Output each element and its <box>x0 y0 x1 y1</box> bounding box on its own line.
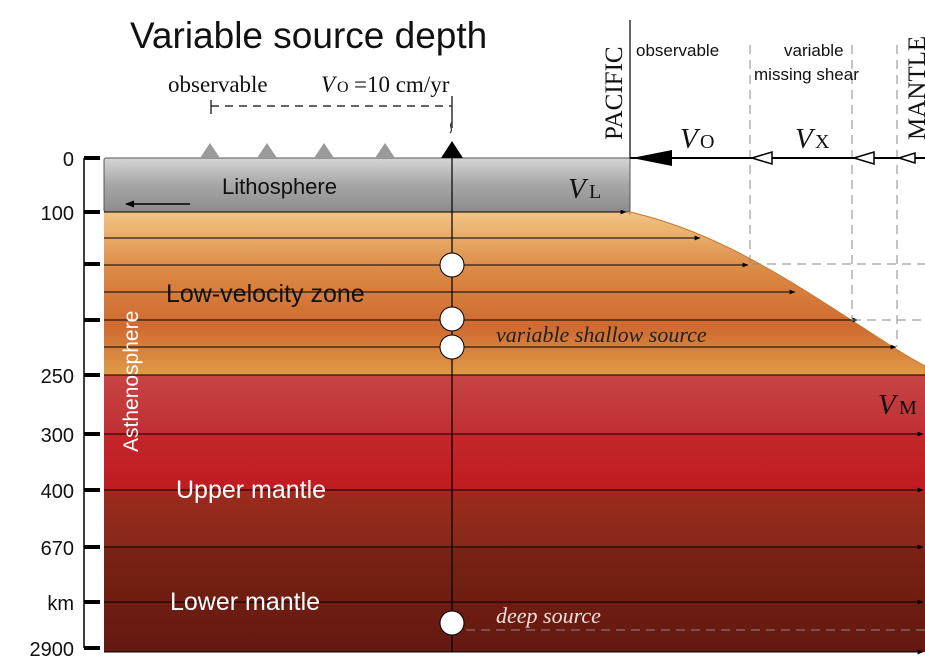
station-triangle <box>375 143 395 158</box>
station-triangle <box>257 143 277 158</box>
vx-arrowhead <box>749 150 773 166</box>
observable-velocity-symbol: V <box>321 72 338 97</box>
upper-mantle-layer <box>104 434 925 548</box>
vo-subscript: O <box>700 131 714 153</box>
source-circle <box>439 334 465 360</box>
observable-bracket-label: observable <box>168 72 268 97</box>
observable-bracket: observable V O =10 cm/yr <box>168 72 453 128</box>
observable-velocity-subscript: O <box>337 79 349 96</box>
guide-lines <box>466 45 925 631</box>
depth-tick-label: km <box>47 593 74 615</box>
vx-subscript: X <box>815 131 830 153</box>
lower-mantle-layer <box>104 548 925 652</box>
observable-column-label: observable <box>636 41 719 60</box>
station-triangle-active <box>441 141 463 158</box>
mantle-label: MANTLE <box>904 36 925 140</box>
observable-velocity-value: =10 cm/yr <box>354 72 450 97</box>
vm-arrowhead <box>896 151 916 165</box>
low-velocity-zone-label: Low-velocity zone <box>166 280 365 308</box>
upper-mantle-label: Upper mantle <box>176 476 326 504</box>
vx-symbol: V <box>795 123 816 155</box>
deep-source-label: deep source <box>496 603 601 628</box>
source-circle <box>439 306 465 332</box>
missing-shear-label-line2: missing shear <box>754 65 859 84</box>
lithosphere-label: Lithosphere <box>222 174 337 199</box>
flow-lines <box>104 209 925 655</box>
source-circle <box>439 252 465 278</box>
depth-tick-label: 300 <box>41 425 74 447</box>
surface-stations <box>200 121 463 158</box>
source-points <box>439 252 465 636</box>
depth-tick-label: 2900 <box>30 639 75 658</box>
vl-subscript: L <box>589 181 601 203</box>
shallow-source-label: variable shallow source <box>496 322 707 347</box>
depth-tick-label: 100 <box>41 203 74 225</box>
depth-axis: 0 100 250 300 400 670 km 2900 <box>30 149 100 661</box>
depth-tick-label: 670 <box>41 538 74 560</box>
station-triangle <box>314 143 334 158</box>
low-velocity-zone-layer <box>104 212 925 375</box>
depth-tick-label: 0 <box>63 149 74 171</box>
vm-symbol: V <box>878 389 899 421</box>
depth-tick-label: 250 <box>41 366 74 388</box>
earth-layers <box>103 157 925 652</box>
lower-mantle-label: Lower mantle <box>170 588 320 616</box>
diagram-title: Variable source depth <box>130 15 487 56</box>
missing-shear-label-line1: variable <box>784 41 844 60</box>
vm-subscript: M <box>899 397 917 419</box>
asthenosphere-layer <box>104 375 925 434</box>
vx-arrowhead <box>851 150 875 166</box>
source-circle <box>439 610 465 636</box>
velocity-bar <box>630 150 925 166</box>
station-triangle <box>200 143 220 158</box>
vo-symbol: V <box>680 123 701 155</box>
depth-tick-label: 400 <box>41 481 74 503</box>
asthenosphere-label: Asthenosphere <box>120 311 143 452</box>
vl-symbol: V <box>568 173 589 205</box>
vo-arrowhead <box>632 150 672 166</box>
pacific-label: PACIFIC <box>601 46 628 140</box>
